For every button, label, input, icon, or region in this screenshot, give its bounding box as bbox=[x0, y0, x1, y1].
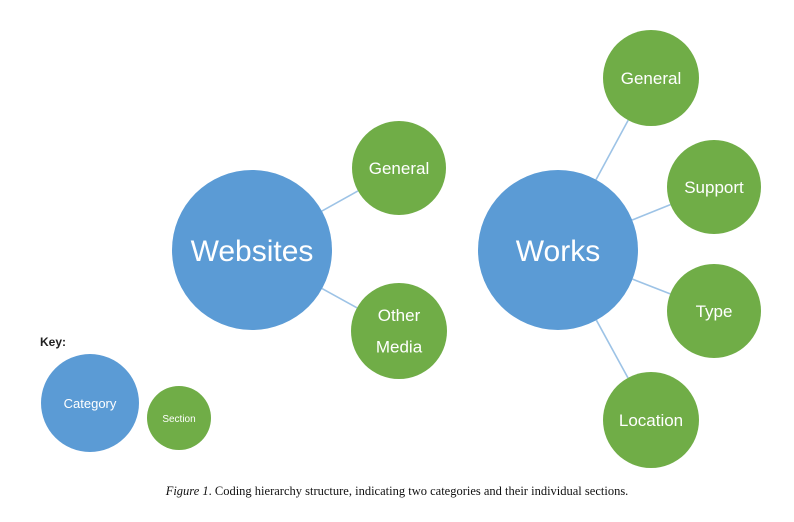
section-label-works-general-line: General bbox=[621, 69, 681, 88]
section-node-works-location bbox=[603, 372, 699, 468]
connector-works-general bbox=[595, 119, 629, 181]
key-legend: Key: Category Section bbox=[40, 335, 211, 452]
section-label-websites-general: General bbox=[369, 159, 429, 178]
category-label-works: Works bbox=[516, 235, 600, 268]
section-node-works-support bbox=[667, 140, 761, 234]
connector-works-support bbox=[631, 203, 671, 221]
figure-label: Figure 1 bbox=[165, 484, 209, 498]
key-category-circle bbox=[41, 354, 139, 452]
section-node-websites-general bbox=[352, 121, 446, 215]
section-label-works-location-line: Location bbox=[619, 411, 683, 430]
section-node-works-type bbox=[667, 264, 761, 358]
key-category-label: Category bbox=[64, 396, 117, 411]
category-node-works bbox=[478, 170, 638, 330]
key-section-label: Section bbox=[162, 414, 195, 425]
connector-websites-general bbox=[321, 190, 359, 212]
section-label-works-location: Location bbox=[619, 411, 683, 430]
section-node-works-general bbox=[603, 30, 699, 126]
section-label-works-support: Support bbox=[684, 178, 744, 197]
connector-works-type bbox=[632, 278, 671, 295]
connector-works-location bbox=[595, 319, 629, 379]
connectors bbox=[321, 119, 671, 379]
section-label-websites-general-line: General bbox=[369, 159, 429, 178]
section-label-websites-other-media-line: Other bbox=[378, 306, 421, 325]
section-label-websites-other-media-line: Media bbox=[376, 338, 423, 357]
key-title: Key: bbox=[40, 335, 66, 349]
figure-caption: Figure 1. Coding hierarchy structure, in… bbox=[0, 484, 794, 499]
category-node-websites bbox=[172, 170, 332, 330]
connector-websites-other-media bbox=[321, 287, 358, 309]
section-label-works-type: Type bbox=[696, 302, 733, 321]
caption-text: . Coding hierarchy structure, indicating… bbox=[208, 484, 629, 498]
section-node-websites-other-media bbox=[351, 283, 447, 379]
section-label-works-type-line: Type bbox=[696, 302, 733, 321]
key-section-circle bbox=[147, 386, 211, 450]
section-label-works-general: General bbox=[621, 69, 681, 88]
category-label-websites: Websites bbox=[191, 235, 314, 268]
section-label-works-support-line: Support bbox=[684, 178, 744, 197]
